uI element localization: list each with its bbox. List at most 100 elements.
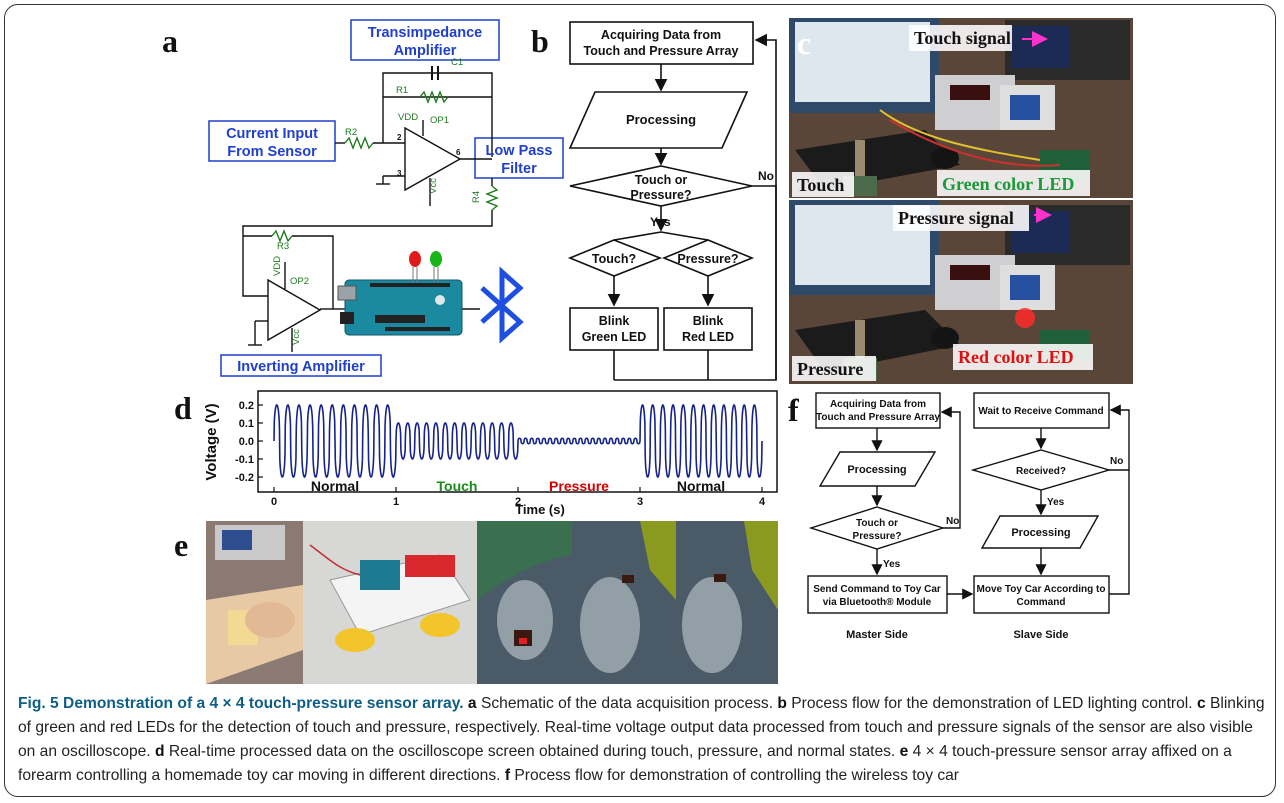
- f-m-yes: Yes: [883, 559, 901, 570]
- b-no: No: [758, 169, 774, 183]
- photo-touch: [789, 18, 1133, 198]
- b-pressure-q: Pressure?: [677, 252, 738, 266]
- f-m-acquire-1: Acquiring Data from: [830, 399, 926, 410]
- series-line-segment: [639, 404, 763, 478]
- panel-label-a: a: [162, 23, 178, 59]
- f-s-move-2: Command: [1017, 597, 1066, 608]
- x-tick-label: 3: [637, 496, 643, 508]
- r1-label: R1: [396, 85, 408, 96]
- panel-label-b: b: [531, 23, 549, 59]
- b-blink-green-1: Blink: [599, 314, 630, 328]
- b-blink-red-1: Blink: [693, 314, 724, 328]
- x-tick-label: 2: [515, 496, 521, 508]
- figure-frame: [4, 4, 1276, 797]
- r2-label: R2: [345, 127, 357, 138]
- inverting-label: Inverting Amplifier: [237, 359, 365, 375]
- caption-c: Blinking of green and red LEDs for the d…: [18, 695, 1265, 760]
- y-tick-label: -0.1: [235, 454, 254, 466]
- chart-ticks: 0 1 2 3 4 0.2 0.1 0.0 -0.1 -0.2: [235, 400, 766, 508]
- f-s-received: Received?: [1016, 466, 1066, 477]
- bluetooth-icon: [480, 266, 524, 344]
- lpf-1: Low Pass: [486, 143, 553, 159]
- y-tick-label: -0.2: [235, 472, 254, 484]
- b-acquire-2: Touch and Pressure Array: [584, 44, 739, 58]
- series-line-segment: [273, 404, 397, 478]
- photo-forearm: [206, 521, 303, 684]
- flowchart-b: [567, 21, 777, 381]
- panel-label-c: c: [797, 25, 811, 61]
- current-input-box: [208, 120, 336, 162]
- f-m-processing: Processing: [847, 464, 906, 476]
- red-led-label: Red color LED: [958, 347, 1074, 367]
- b-yes: Yes: [650, 215, 671, 229]
- f-m-decision-2: Pressure?: [853, 531, 902, 542]
- figure-panels: a: [162, 18, 1133, 684]
- c1-label: C1: [451, 57, 463, 68]
- lpf-2: Filter: [501, 161, 537, 177]
- r3-label: R3: [277, 241, 289, 252]
- f-s-move-1: Move Toy Car According to: [977, 584, 1106, 595]
- y-tick-label: 0.2: [239, 400, 254, 412]
- panel-label-f: f: [788, 392, 799, 428]
- photo-floor-2: [572, 521, 676, 684]
- arduino-board-icon: [337, 251, 463, 336]
- b-touch-q: Touch?: [592, 252, 636, 266]
- touch-signal-label: Touch signal: [914, 28, 1011, 48]
- pressure-label: Pressure: [797, 359, 863, 379]
- f-m-send-1: Send Command to Toy Car: [813, 584, 941, 595]
- tia-title-2: Amplifier: [394, 43, 457, 59]
- chart-ylabel: Voltage (V): [203, 403, 220, 480]
- caption-a: Schematic of the data acquisition proces…: [480, 695, 774, 712]
- series-line-segment: [517, 437, 641, 445]
- f-m-send-2: via Bluetooth® Module: [823, 597, 932, 608]
- x-tick-label: 1: [393, 496, 399, 508]
- y-tick-label: 0.1: [239, 418, 254, 430]
- f-m-decision-1: Touch or: [856, 518, 898, 529]
- f-m-no: No: [946, 516, 959, 527]
- pin2-label: 2: [397, 133, 402, 142]
- chart-lines: [273, 404, 763, 478]
- f-s-no: No: [1110, 456, 1123, 467]
- b-blink-red-2: Red LED: [682, 330, 734, 344]
- b-decision-1: Touch or: [635, 173, 688, 187]
- vcc-label: Vcc: [428, 178, 439, 194]
- vcc2-label: Vcc: [291, 329, 302, 345]
- r4-label: R4: [471, 191, 482, 203]
- caption-d: Real-time processed data on the oscillos…: [168, 743, 896, 760]
- f-s-yes: Yes: [1047, 497, 1065, 508]
- caption-label-e: e: [899, 743, 909, 760]
- caption-title: Fig. 5 Demonstration of a 4 × 4 touch-pr…: [18, 695, 464, 712]
- green-led-label: Green color LED: [942, 174, 1074, 194]
- caption-label-c: c: [1196, 695, 1206, 712]
- vdd-label: VDD: [398, 112, 418, 123]
- panel-label-e: e: [174, 527, 188, 563]
- lpf-box: [474, 137, 564, 179]
- b-decision-2: Pressure?: [630, 188, 691, 202]
- photo-floor-1: [477, 521, 572, 684]
- segment-label: Normal: [311, 478, 359, 494]
- caption-label-f: f: [504, 767, 511, 784]
- b-processing: Processing: [626, 112, 696, 127]
- x-tick-label: 4: [759, 496, 766, 508]
- touch-label: Touch: [797, 175, 844, 195]
- op1-label: OP1: [430, 115, 449, 126]
- y-tick-label: 0.0: [239, 436, 254, 448]
- segment-label: Normal: [677, 478, 725, 494]
- caption-label-a: a: [467, 695, 477, 712]
- x-tick-label: 0: [271, 496, 277, 508]
- tia-title-box: [350, 19, 500, 61]
- tia-title-1: Transimpedance: [368, 25, 482, 41]
- f-s-processing: Processing: [1011, 527, 1070, 539]
- segment-label: Pressure: [549, 478, 609, 494]
- f-slave-label: Slave Side: [1013, 629, 1068, 641]
- chart-xlabel: Time (s): [515, 502, 565, 517]
- photo-toy-car: [303, 521, 477, 684]
- pin6-label: 6: [456, 148, 461, 157]
- green-led-icon: [430, 251, 442, 267]
- current-input-2: From Sensor: [227, 144, 317, 160]
- b-acquire-1: Acquiring Data from: [601, 28, 721, 42]
- schematic: [208, 19, 564, 377]
- panel-label-d: d: [174, 390, 192, 426]
- pin3-label: 3: [397, 169, 402, 178]
